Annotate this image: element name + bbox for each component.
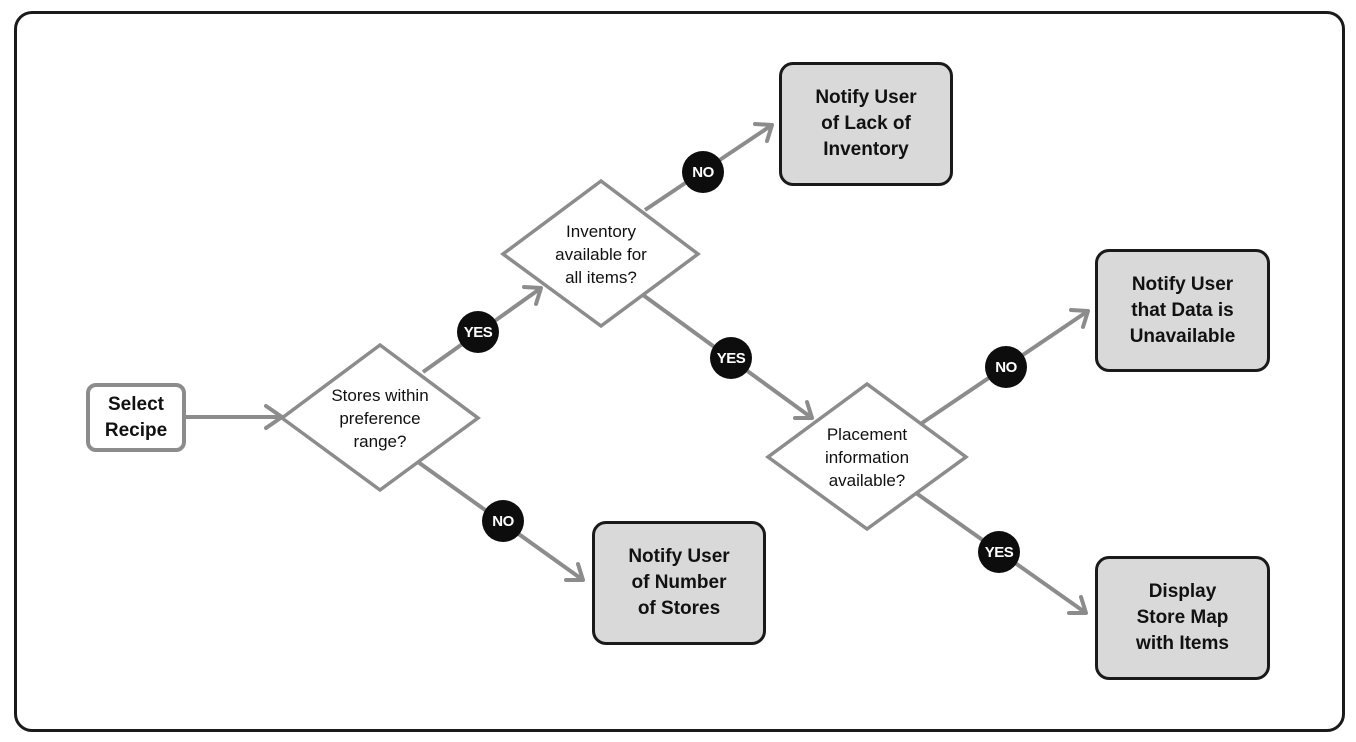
badge-yes-inventory: YES [716, 349, 746, 367]
arrowhead [522, 285, 543, 306]
terminal-notify-number-of-stores[interactable]: Notify User of Number of Stores [592, 521, 766, 645]
arrowhead [1069, 308, 1090, 329]
badge-yes-stores: YES [463, 323, 493, 341]
terminal-notify-lack-of-inventory[interactable]: Notify User of Lack of Inventory [779, 62, 953, 186]
badge-yes-placement: YES [984, 543, 1014, 561]
badge-circle [457, 311, 499, 353]
badge-no-placement: NO [995, 358, 1017, 376]
badge-no-stores: NO [492, 512, 514, 530]
badge-circle [710, 337, 752, 379]
badge-circle [985, 346, 1027, 388]
badge-circle [482, 500, 524, 542]
decision-diamond-stores [279, 342, 481, 493]
badge-circle [978, 531, 1020, 573]
arrowhead [793, 400, 814, 420]
decision-diamond-placement [765, 381, 969, 532]
terminal-display-store-map[interactable]: Display Store Map with Items [1095, 556, 1270, 680]
terminal-notify-data-unavailable[interactable]: Notify User that Data is Unavailable [1095, 249, 1270, 372]
start-node-select-recipe[interactable]: Select Recipe [86, 383, 186, 452]
arrowhead [564, 562, 585, 582]
decision-label-stores: Stores within preference range? [331, 385, 429, 451]
decision-label-placement: Placement information available? [824, 424, 910, 490]
arrowhead [753, 122, 774, 143]
decision-diamond-inventory [500, 178, 701, 329]
badge-circle [682, 151, 724, 193]
badge-no-inventory: NO [692, 163, 714, 181]
decision-label-inventory: Inventory available for all items? [555, 221, 647, 287]
arrowhead [1067, 595, 1088, 615]
